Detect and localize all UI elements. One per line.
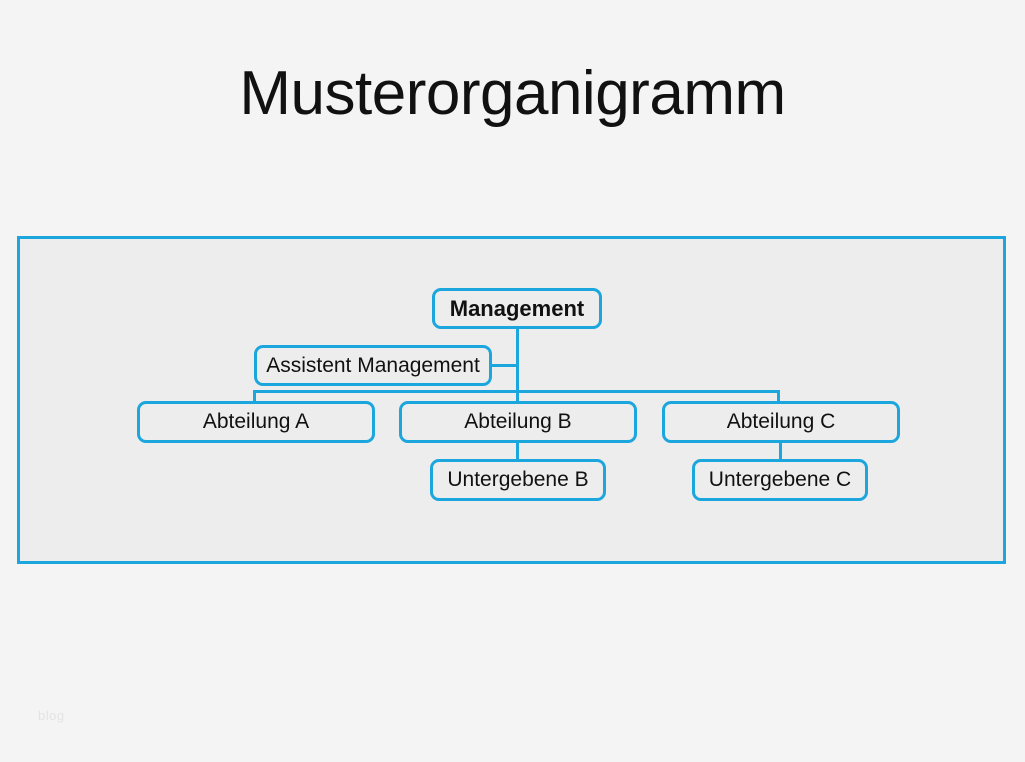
connector-assistent-stub [490,364,518,367]
page-title: Musterorganigramm [239,59,786,128]
connector-drop-untergebene-c [779,441,782,462]
connector-department-bus [253,390,780,393]
org-node-untergebene-b[interactable]: Untergebene B [430,459,606,501]
org-chart-container: Management Assistent Management Abteilun… [17,236,1006,564]
connector-drop-abteilung-a [253,390,256,404]
connector-drop-abteilung-c [777,390,780,404]
watermark: blog [38,708,65,723]
org-node-untergebene-c[interactable]: Untergebene C [692,459,868,501]
org-node-abteilung-c[interactable]: Abteilung C [662,401,900,443]
connector-drop-untergebene-b [516,441,519,462]
org-node-abteilung-b[interactable]: Abteilung B [399,401,637,443]
org-node-management[interactable]: Management [432,288,602,329]
org-node-abteilung-a[interactable]: Abteilung A [137,401,375,443]
org-node-assistent[interactable]: Assistent Management [254,345,492,386]
